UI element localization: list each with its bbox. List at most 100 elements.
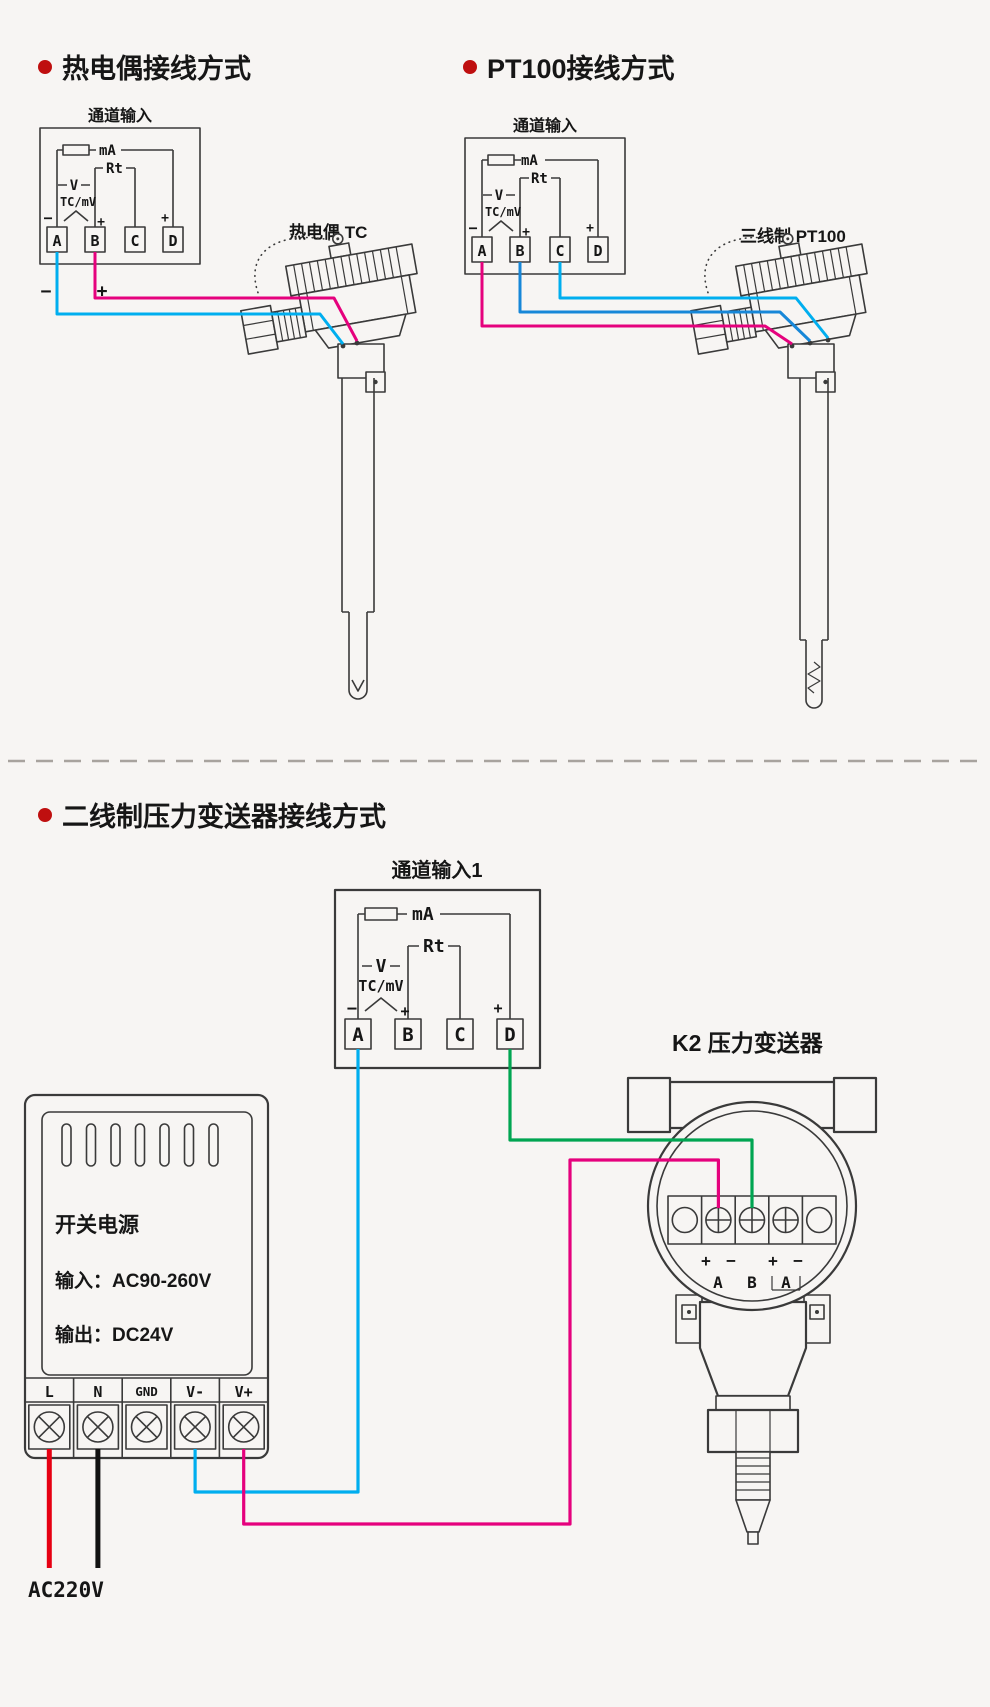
pt100-title: PT100接线方式 <box>487 53 675 84</box>
svg-text:A: A <box>352 1024 364 1046</box>
pt100-sensor-label: 三线制 PT100 <box>740 226 846 246</box>
screw-plus-a <box>705 1206 732 1234</box>
screw-b <box>738 1206 766 1234</box>
plus-label: + <box>493 999 502 1017</box>
ma-label: mA <box>521 153 538 169</box>
box-title: 通道输入 <box>513 116 577 135</box>
terminal-B: B <box>394 1018 422 1050</box>
tcmv-label: TC/mV <box>60 195 96 209</box>
psu-screw-terminals <box>27 1404 265 1450</box>
bullet-icon <box>38 808 52 822</box>
tcmv-label: TC/mV <box>358 977 403 995</box>
minus-label: − <box>468 219 477 237</box>
ac-label: AC220V <box>28 1578 104 1602</box>
thermocouple-sensor: 热电偶 TC <box>240 222 418 700</box>
terminal-C: C <box>549 236 571 263</box>
minus-label: − <box>43 209 52 227</box>
tc-section-title: 热电偶接线方式 <box>38 53 251 84</box>
rt-label: Rt <box>531 171 548 187</box>
terminal-A: A <box>46 226 68 253</box>
terminal-A: A <box>471 236 493 263</box>
svg-text:C: C <box>130 232 139 250</box>
wire-d-to-transmitter <box>508 1049 754 1208</box>
terminal-B: B <box>84 226 106 253</box>
svg-text:A: A <box>477 242 486 260</box>
wire-pt100-a <box>480 262 793 346</box>
vent-slots <box>61 1123 219 1167</box>
bullet-icon <box>38 60 52 74</box>
terminal-B: B <box>509 236 531 263</box>
wire-tc-positive <box>93 252 359 342</box>
svg-text:D: D <box>593 242 602 260</box>
box-title: 通道输入1 <box>391 858 482 882</box>
rt-label: Rt <box>106 161 123 177</box>
bullet-icon <box>463 60 477 74</box>
process-connection <box>698 1300 808 1545</box>
wire-minus-label: − <box>41 281 52 302</box>
pressure-transmitter: K2 压力变送器 <box>626 1030 878 1545</box>
svg-text:+: + <box>768 1251 778 1270</box>
pressure-title: 二线制压力变送器接线方式 <box>62 801 386 832</box>
wire-tc-negative <box>55 252 345 345</box>
mounting-tab-right <box>803 1294 831 1344</box>
svg-text:L: L <box>45 1383 54 1401</box>
svg-text:C: C <box>454 1024 465 1046</box>
svg-text:B: B <box>90 232 99 250</box>
svg-text:C: C <box>555 242 564 260</box>
wire-pt100-b <box>518 262 812 343</box>
pressure-section-title: 二线制压力变送器接线方式 <box>38 801 386 832</box>
psu-output-rating: 输出：DC24V <box>55 1323 174 1346</box>
rt-label: Rt <box>423 936 445 957</box>
v-label: V <box>495 188 504 204</box>
transmitter-label: K2 压力变送器 <box>672 1030 824 1056</box>
terminal-D: D <box>496 1018 524 1050</box>
wire-plus-label: + <box>97 281 108 302</box>
tc-title: 热电偶接线方式 <box>62 53 251 84</box>
terminal-block-labels: + − + − A B A <box>701 1251 803 1292</box>
channel-input-box-1: 通道输入 mA Rt V TC/mV − + + A B C D − + <box>39 106 201 302</box>
svg-text:A: A <box>52 232 61 250</box>
channel-input-box-2: 通道输入 mA Rt V TC/mV − + + A B C D <box>464 116 626 275</box>
ma-label: mA <box>99 143 116 159</box>
svg-text:V+: V+ <box>235 1383 253 1401</box>
plus-label: + <box>161 211 169 226</box>
pt100-section-title: PT100接线方式 <box>463 53 675 84</box>
terminal-D: D <box>162 226 184 253</box>
ma-label: mA <box>412 904 434 925</box>
v-label: V <box>376 956 387 977</box>
tcmv-label: TC/mV <box>485 205 521 219</box>
terminal-C: C <box>124 226 146 253</box>
pt100-sensor: 三线制 PT100 <box>690 226 868 709</box>
svg-text:−: − <box>793 1251 803 1270</box>
svg-text:GND: GND <box>135 1384 158 1399</box>
svg-text:−: − <box>726 1251 736 1270</box>
plus-label: + <box>400 1002 409 1020</box>
svg-text:B: B <box>402 1024 413 1046</box>
terminal-C: C <box>446 1018 474 1050</box>
wire-pt100-c <box>558 262 830 339</box>
svg-text:B: B <box>747 1273 757 1292</box>
minus-label: − <box>347 999 357 1019</box>
svg-text:V-: V- <box>186 1383 204 1401</box>
plus-label: + <box>97 215 105 230</box>
psu-terminal-labels: L N GND V- V+ <box>45 1383 253 1401</box>
screw-plus-a2 <box>772 1206 799 1234</box>
tc-sensor-label: 热电偶 TC <box>289 222 367 242</box>
svg-text:+: + <box>701 1251 711 1270</box>
svg-text:A: A <box>713 1273 723 1292</box>
v-label: V <box>70 178 79 194</box>
psu-input-rating: 输入：AC90-260V <box>55 1269 212 1292</box>
terminal-A: A <box>344 1018 372 1050</box>
svg-text:N: N <box>93 1383 102 1401</box>
terminal-D: D <box>587 236 609 263</box>
wire-vplus-to-transmitter <box>242 1158 721 1526</box>
wire-vminus-to-a <box>193 1049 360 1494</box>
channel-input-box-3: 通道输入1 mA Rt V TC/mV − + + A B C D <box>333 858 542 1070</box>
mounting-tab-left <box>675 1294 703 1344</box>
svg-text:D: D <box>504 1024 515 1046</box>
plus-label: + <box>522 225 530 240</box>
svg-text:B: B <box>515 242 524 260</box>
svg-text:A: A <box>781 1273 791 1292</box>
